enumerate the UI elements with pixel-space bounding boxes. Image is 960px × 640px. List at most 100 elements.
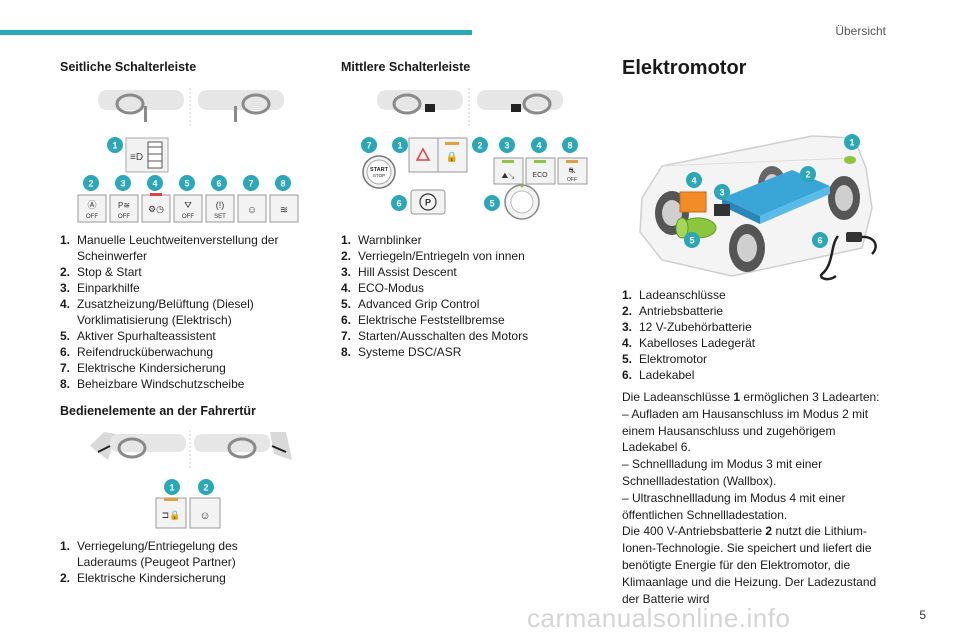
list-item: 1.Verriegelung/Entriegelung des Laderaum… (60, 539, 238, 569)
svg-text:⛐: ⛐ (569, 166, 576, 175)
svg-text:🔒: 🔒 (446, 151, 458, 163)
dashboard-left-drive-icon (98, 90, 184, 122)
center-switch-panel-heading: Mittlere Schalterleiste (341, 60, 471, 74)
charger-unit-icon (679, 191, 707, 213)
list-item: 6.Ladekabel (622, 368, 695, 382)
side-switch-legend-list: 1.Manuelle Leuchtweitenverstellung der S… (60, 232, 280, 392)
list-item: 1.Ladeanschlüsse (622, 288, 726, 302)
svg-text:P≋: P≋ (118, 201, 130, 210)
svg-text:☺: ☺ (247, 205, 257, 216)
svg-text:4: 4 (152, 179, 157, 189)
electric-vehicle-cutaway-illustration: 1 2 3 4 5 6 (639, 134, 877, 281)
list-item: 7.Starten/Ausschalten des Motors (341, 329, 529, 343)
center-dashboard-right-icon (477, 90, 563, 115)
svg-text:1: 1 (849, 138, 854, 148)
dashboard-right-drive-icon (198, 90, 284, 122)
traction-battery-icon (722, 170, 830, 224)
list-item: 6.Elektrische Feststellbremse (341, 313, 505, 327)
svg-text:START: START (370, 167, 389, 173)
center-dashboard-left-icon (377, 90, 463, 115)
page-header-title: Übersicht (835, 24, 886, 38)
svg-text:⚙◷: ⚙◷ (148, 204, 164, 214)
list-item: 1.Manuelle Leuchtweitenverstellung der S… (60, 233, 279, 263)
door-controls-legend-list: 1.Verriegelung/Entriegelung des Laderaum… (60, 538, 300, 586)
driver-door-controls-illustration: 1 2 ⊐🔒 ☺ (90, 430, 292, 529)
svg-text:OFF: OFF (567, 177, 577, 183)
svg-text:1: 1 (169, 483, 174, 493)
svg-text:⛛: ⛛ (184, 200, 192, 210)
svg-text:⊐🔒: ⊐🔒 (162, 510, 181, 520)
svg-text:OFF: OFF (118, 214, 130, 220)
svg-text:1: 1 (112, 141, 117, 151)
charging-mode-2-text: – Aufladen am Hausanschluss im Modus 2 m… (622, 406, 869, 455)
center-switch-badges: 7 1 2 3 4 8 6 5 (361, 137, 578, 211)
list-item: 8.Beheizbare Windschutzscheibe (60, 377, 245, 391)
svg-text:OFF: OFF (86, 214, 98, 220)
svg-text:SET: SET (214, 214, 226, 220)
hazard-and-lock-buttons-icon: 🔒 (408, 137, 468, 173)
center-switch-panel-illustration: 7 1 2 3 4 8 6 5 START STOP 🔒 ⛰↘ ECO ⛐ OF… (361, 88, 588, 220)
list-item: 5.Elektromotor (622, 352, 708, 366)
svg-text:5: 5 (489, 199, 494, 209)
center-switch-legend-list: 1.Warnblinker 2.Verriegeln/Entriegeln vo… (341, 232, 571, 360)
svg-text:3: 3 (504, 141, 509, 151)
svg-text:P: P (425, 198, 431, 208)
list-item: 3.Hill Assist Descent (341, 265, 457, 279)
svg-text:6: 6 (216, 179, 221, 189)
charging-cable-icon (819, 232, 877, 281)
svg-text:4: 4 (691, 176, 696, 186)
ev-component-badges: 1 2 3 4 5 6 (684, 134, 860, 248)
door-control-badges: 1 2 (164, 479, 214, 495)
svg-text:OFF: OFF (182, 214, 194, 220)
svg-text:2: 2 (477, 141, 482, 151)
hill-descent-eco-dsc-buttons-icon: ⛰↘ ECO ⛐ OFF (493, 157, 588, 185)
door-dashboard-left-icon (90, 432, 186, 460)
door-dashboard-right-icon (194, 432, 292, 460)
svg-text:6: 6 (817, 236, 822, 246)
svg-text:3: 3 (120, 179, 125, 189)
svg-text:2: 2 (203, 483, 208, 493)
svg-text:5: 5 (184, 179, 189, 189)
list-item: 3.Einparkhilfe (60, 281, 140, 295)
svg-text:7: 7 (366, 141, 371, 151)
list-item: 6.Reifendrucküberwachung (60, 345, 214, 359)
svg-text:≡D: ≡D (130, 152, 143, 163)
list-item: 2.Verriegeln/Entriegeln von innen (341, 249, 525, 263)
svg-text:3: 3 (719, 188, 724, 198)
charging-mode-4-text: – Ultraschnellladung im Modus 4 mit eine… (622, 490, 846, 522)
svg-text:STOP: STOP (373, 173, 385, 178)
svg-text:(!): (!) (216, 200, 225, 210)
svg-text:1: 1 (397, 141, 402, 151)
accessory-battery-icon (714, 204, 730, 216)
svg-text:6: 6 (396, 199, 401, 209)
list-item: 2.Antriebsbatterie (622, 304, 724, 318)
traction-battery-text: Die 400 V-Antriebsbatterie 2 nutzt die L… (622, 524, 877, 606)
list-item: 5.Aktiver Spurhalteassistent (60, 329, 216, 343)
svg-text:8: 8 (280, 179, 285, 189)
svg-text:ECO: ECO (532, 172, 548, 179)
list-item: 5.Advanced Grip Control (341, 297, 480, 311)
svg-text:4: 4 (536, 141, 541, 151)
charging-intro-text: Die Ladeanschlüsse 1 ermöglichen 3 Ladea… (622, 390, 880, 404)
svg-text:☺: ☺ (199, 510, 210, 522)
electric-motor-title: Elektromotor (622, 57, 747, 79)
list-item: 4.Kabelloses Ladegerät (622, 336, 756, 350)
list-item: 1.Warnblinker (341, 233, 422, 247)
svg-text:⛰↘: ⛰↘ (501, 171, 514, 180)
charging-modes-paragraph: Die Ladeanschlüsse 1 ermöglichen 3 Ladea… (622, 389, 890, 607)
list-item: 4.ECO-Modus (341, 281, 425, 295)
electric-motor-legend-list: 1.Ladeanschlüsse 2.Antriebsbatterie 3.12… (622, 287, 862, 383)
start-stop-button-icon: START STOP (362, 155, 396, 189)
parking-brake-button-icon: P (410, 189, 446, 215)
driver-door-controls-heading: Bedienelemente an der Fahrertür (60, 404, 256, 418)
list-item: 2.Elektrische Kindersicherung (60, 571, 226, 585)
door-control-buttons: ⊐🔒 ☺ (155, 497, 221, 529)
list-item: 3.12 V-Zubehörbatterie (622, 320, 752, 334)
page-number: 5 (919, 608, 926, 622)
list-item: 4.Zusatzheizung/Belüftung (Diesel) Vorkl… (60, 297, 254, 327)
header-accent-bar (0, 30, 472, 35)
svg-text:Ⓐ: Ⓐ (87, 200, 96, 210)
svg-text:5: 5 (689, 236, 694, 246)
